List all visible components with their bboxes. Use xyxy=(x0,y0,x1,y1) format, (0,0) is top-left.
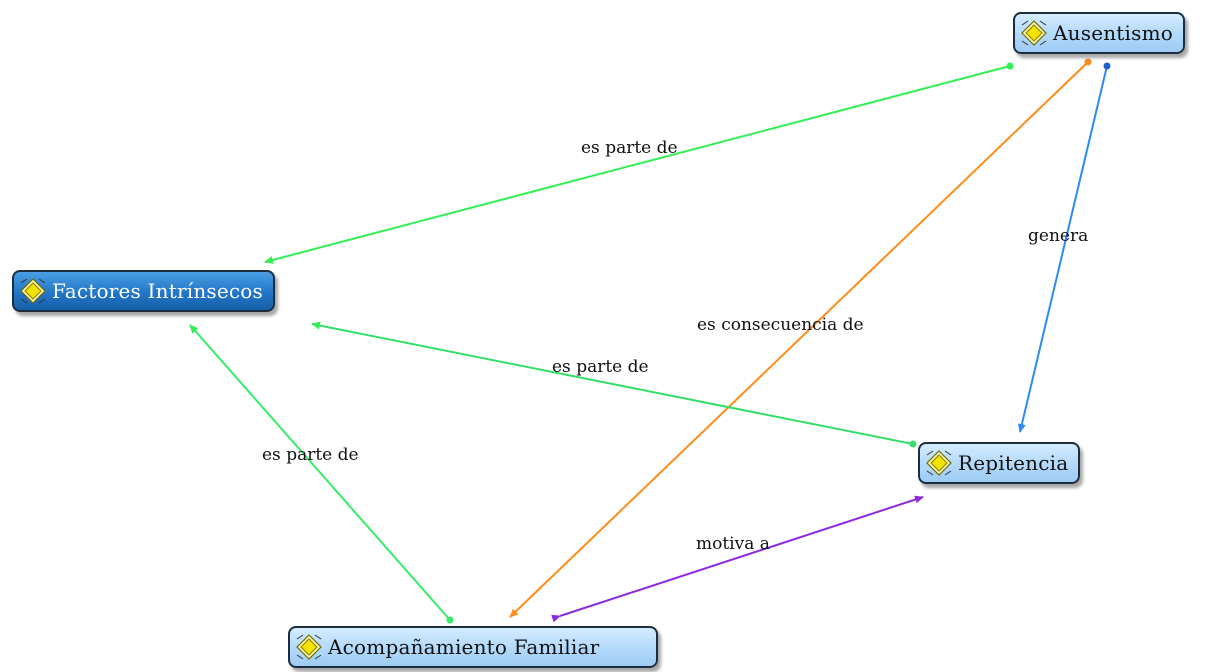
edge-label-acompanamiento-factores: es parte de xyxy=(262,445,359,465)
edge-start-dot xyxy=(1084,58,1092,66)
edge-label-ausentismo-acompanamiento: es consecuencia de xyxy=(697,315,864,335)
node-label: Ausentismo xyxy=(1053,21,1174,45)
node-ausentismo[interactable]: Ausentismo xyxy=(1013,12,1186,54)
edge-ausentismo-repitencia[interactable] xyxy=(1017,65,1108,433)
edge-label-ausentismo-factores: es parte de xyxy=(581,138,678,158)
edge-label-ausentismo-repitencia: genera xyxy=(1028,226,1089,246)
node-acompanamiento-familiar[interactable]: Acompañamiento Familiar xyxy=(288,626,658,668)
edge-start-dot xyxy=(1006,62,1014,70)
node-label: Repitencia xyxy=(958,451,1069,475)
edge-acompanamiento-repitencia[interactable] xyxy=(551,495,924,623)
node-factores-intrinsecos[interactable]: Factores Intrínsecos xyxy=(12,270,276,312)
node-label: Acompañamiento Familiar xyxy=(328,635,600,659)
code-family-icon xyxy=(20,278,46,304)
node-label: Factores Intrínsecos xyxy=(52,279,264,303)
code-family-icon xyxy=(296,634,322,660)
edge-start-dot xyxy=(909,440,917,448)
edge-label-repitencia-factores: es parte de xyxy=(552,357,649,377)
edge-repitencia-factores[interactable] xyxy=(311,321,914,445)
edge-acompanamiento-factores[interactable] xyxy=(189,324,451,621)
code-family-icon xyxy=(926,450,952,476)
edge-label-acompanamiento-repitencia: motiva a xyxy=(696,534,770,554)
edge-ausentismo-factores[interactable] xyxy=(264,65,1011,264)
edge-start-dot xyxy=(1103,62,1111,70)
edge-start-dot xyxy=(446,616,454,624)
node-repitencia[interactable]: Repitencia xyxy=(918,442,1081,484)
code-family-icon xyxy=(1021,20,1047,46)
